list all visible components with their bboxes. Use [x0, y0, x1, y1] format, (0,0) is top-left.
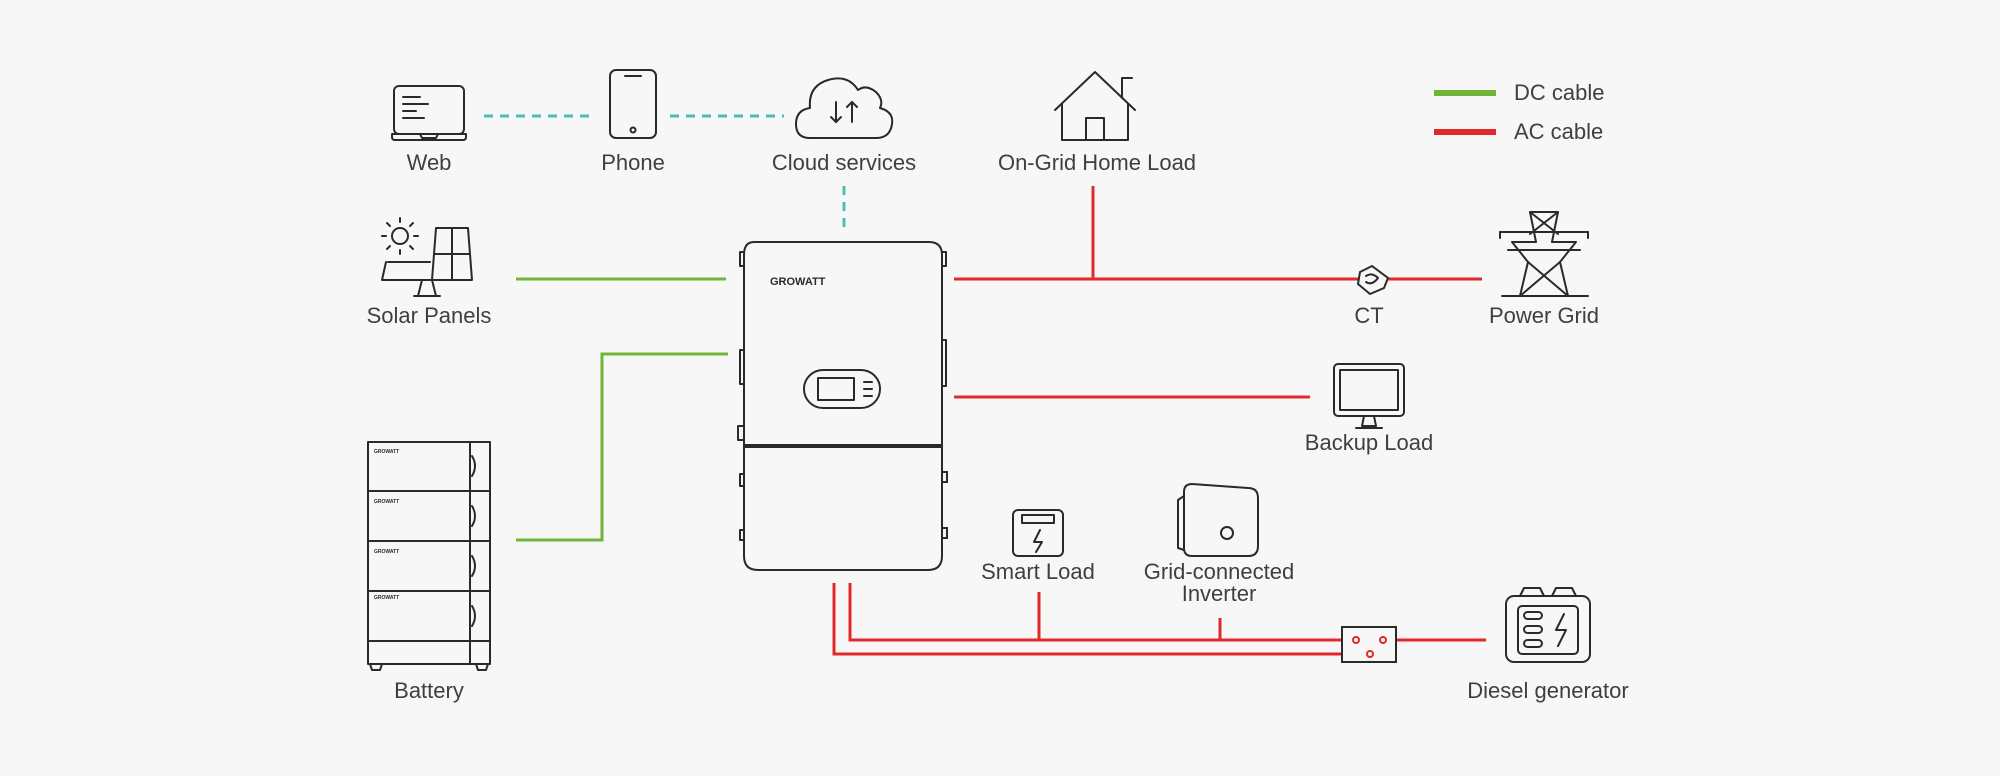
current-transformer-icon	[1356, 264, 1390, 296]
svg-text:GROWATT: GROWATT	[374, 549, 399, 555]
monitor-icon	[1333, 363, 1405, 429]
ac-cable-generator-upper	[848, 583, 1486, 642]
label-smart-load: Smart Load	[981, 559, 1095, 584]
phone-icon	[609, 69, 657, 139]
label-grid-inverter-line1: Grid-connected	[1143, 559, 1295, 584]
label-solar: Solar Panels	[366, 303, 492, 328]
inverter-icon: GROWATT	[737, 241, 948, 571]
label-backup-load: Backup Load	[1304, 430, 1434, 455]
generator-icon	[1505, 587, 1591, 663]
cloud-icon	[795, 77, 894, 139]
laptop-icon	[391, 85, 467, 141]
label-battery: Battery	[394, 678, 464, 703]
solar-panel-icon	[381, 217, 473, 297]
svg-text:GROWATT: GROWATT	[374, 449, 399, 455]
house-icon	[1054, 71, 1136, 141]
battery-stack-icon: GROWATT GROWATT GROWATT GROWATT	[367, 441, 491, 671]
legend	[1434, 90, 1496, 135]
legend-label-dc: DC cable	[1514, 80, 1605, 105]
label-cloud: Cloud services	[771, 150, 917, 175]
dc-cables	[516, 277, 728, 542]
label-grid-inverter: Grid-connected Inverter	[1124, 561, 1314, 605]
svg-text:GROWATT: GROWATT	[374, 499, 399, 505]
svg-text:GROWATT: GROWATT	[374, 595, 399, 601]
label-diesel: Diesel generator	[1467, 678, 1629, 703]
smart-meter-icon	[1012, 509, 1064, 557]
ac-cable-generator-lower	[832, 583, 1370, 656]
dc-cable-battery	[516, 352, 728, 542]
label-phone: Phone	[601, 150, 665, 175]
label-home-load: On-Grid Home Load	[997, 150, 1197, 175]
communication-links	[484, 114, 846, 232]
label-grid-inverter-line2: Inverter	[1181, 581, 1257, 606]
grid-inverter-icon	[1177, 483, 1259, 557]
inverter-brand: GROWATT	[770, 276, 826, 288]
legend-label-ac: AC cable	[1514, 119, 1604, 144]
power-tower-icon	[1499, 211, 1589, 297]
label-ct: CT	[1354, 303, 1384, 328]
label-web: Web	[406, 150, 452, 175]
label-grid: Power Grid	[1488, 303, 1600, 328]
switch-box-icon	[1341, 626, 1397, 663]
ac-cables	[832, 186, 1486, 656]
